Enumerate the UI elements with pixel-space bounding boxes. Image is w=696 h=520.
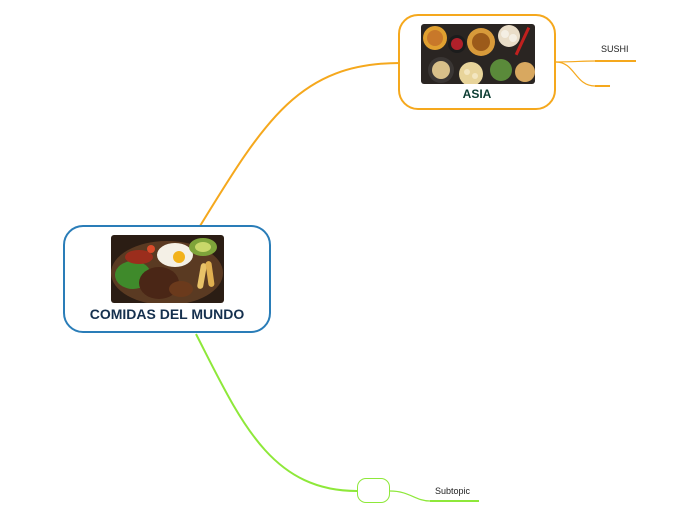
- topic-node-empty[interactable]: [357, 478, 390, 503]
- comida-asiatica-icon: [421, 24, 535, 84]
- connector-asia-sushi: [555, 60, 596, 63]
- root-topic-label: COMIDAS DEL MUNDO: [89, 306, 245, 322]
- connector-empty-node-subtopic: [389, 490, 431, 502]
- connector-root-empty-node: [195, 333, 358, 492]
- topic-node-asia[interactable]: ASIA: [398, 14, 556, 110]
- subtopic-label[interactable]: Subtopic: [435, 486, 471, 496]
- connector-asia-empty-child: [555, 61, 596, 87]
- subtopic-sushi[interactable]: SUSHI: [601, 44, 629, 54]
- plato-comida-icon: [111, 235, 224, 303]
- topic-label-asia: ASIA: [462, 87, 492, 101]
- connector-root-asia: [199, 62, 401, 227]
- root-topic-node[interactable]: COMIDAS DEL MUNDO: [63, 225, 271, 333]
